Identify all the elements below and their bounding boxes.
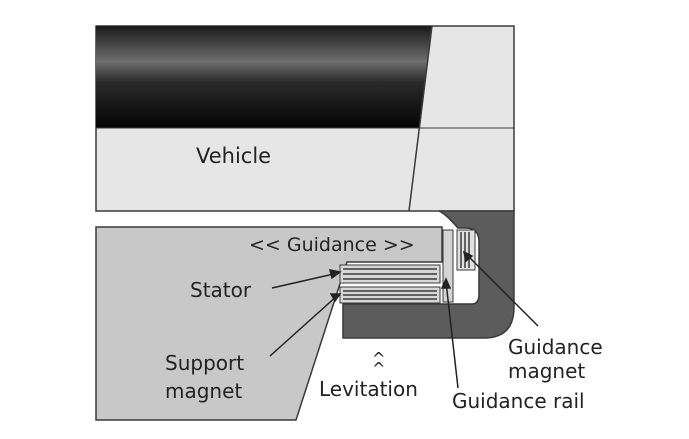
- support-magnet-label-line1: Support: [165, 351, 244, 375]
- levitation-label: Levitation: [319, 377, 418, 401]
- levitation-arrow: ^: [372, 349, 385, 368]
- support-magnet: [339, 286, 441, 304]
- guidance-magnet-arrowhead: [462, 250, 474, 263]
- magnet-housing: [342, 210, 515, 339]
- guideway-track: [95, 226, 443, 421]
- stator: [339, 264, 441, 284]
- guidance-rail-label: Guidance rail: [452, 389, 585, 413]
- stator-arrowhead: [328, 269, 342, 280]
- guidance-magnet-label-line2: magnet: [508, 359, 585, 383]
- guidance-magnet-label-line1: Guidance: [508, 335, 603, 359]
- vehicle-roof-dark: [96, 26, 432, 128]
- guidance-rail-leader: [445, 281, 459, 389]
- guidance-magnet: [456, 229, 476, 271]
- guidance-label: << Guidance >>: [249, 234, 415, 256]
- vehicle-divider-line: [408, 25, 433, 212]
- support-magnet-leader: [269, 294, 339, 357]
- support-magnet-label-line2: magnet: [165, 379, 242, 403]
- levitation-arrow-2: ^: [372, 359, 385, 378]
- guidance-rail-arrowhead: [440, 277, 452, 289]
- guidance-magnet-leader: [465, 253, 539, 327]
- leader-lines: [269, 250, 539, 389]
- vehicle: [95, 25, 515, 212]
- guidance-rail: [442, 229, 454, 303]
- stator-label: Stator: [190, 278, 252, 302]
- support-magnet-arrowhead: [329, 293, 342, 303]
- stator-leader: [271, 272, 339, 289]
- vehicle-label: Vehicle: [196, 144, 271, 168]
